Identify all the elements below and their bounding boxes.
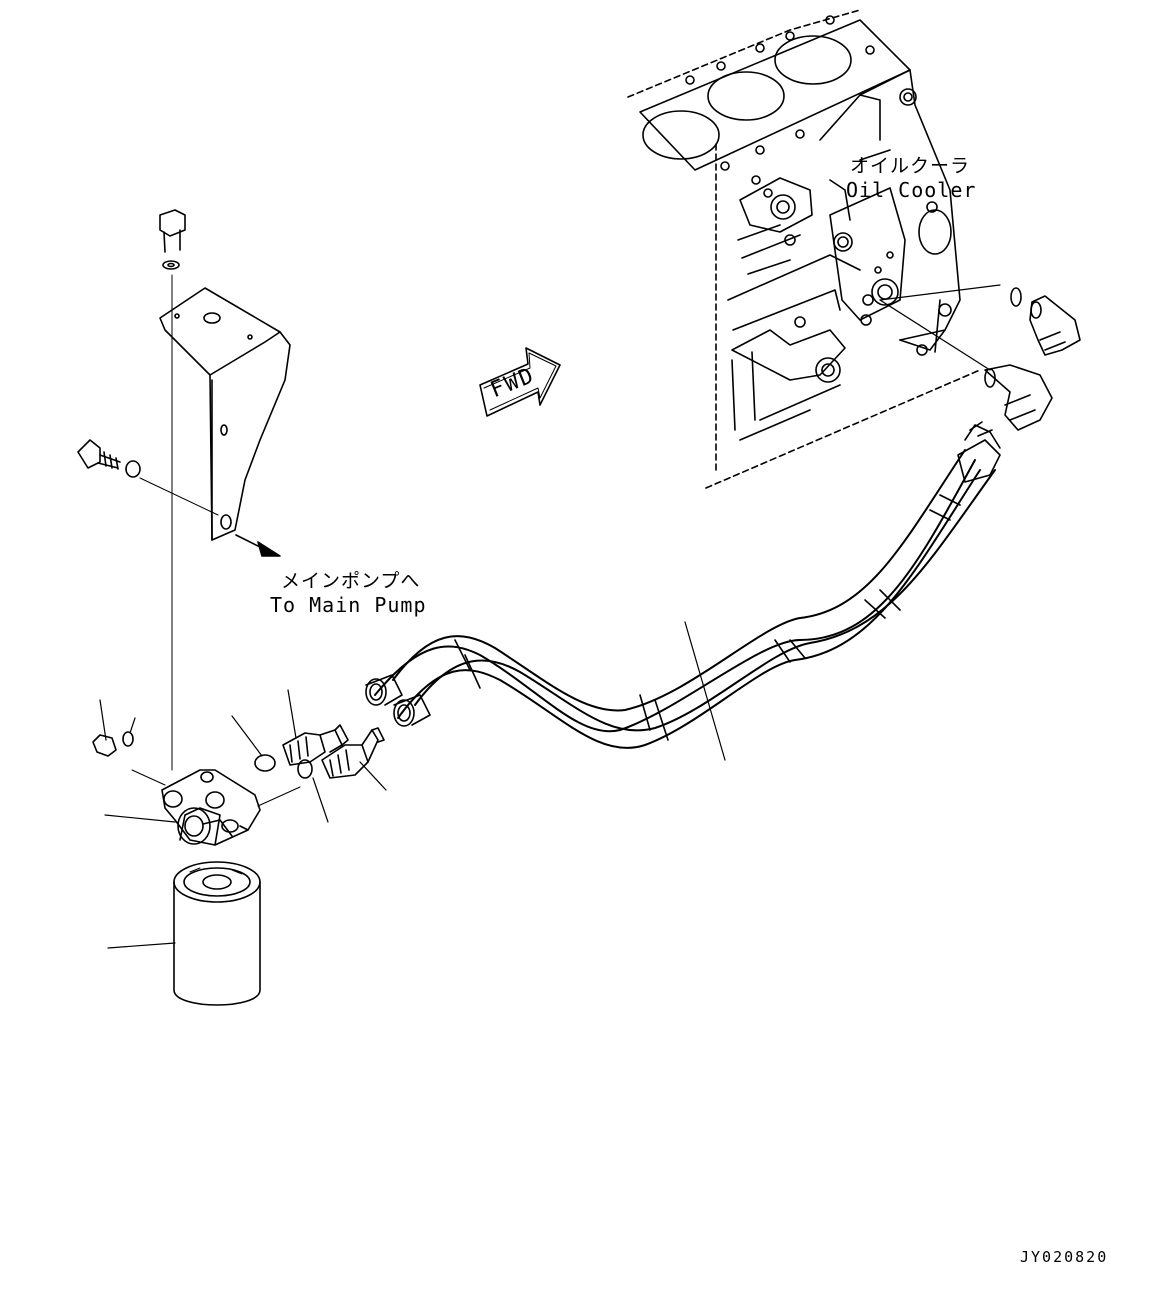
fitting-upper [282,724,349,766]
elbow-fitting-lower [984,364,1053,431]
fitting-lower [321,727,385,779]
o-ring-1 [254,754,276,772]
oil-cooler-label: Oil Cooler [846,178,977,202]
engine-block [627,9,981,489]
hose-assembly [365,421,1001,749]
oil-cooler-label-jp: オイルクーラ [850,155,971,177]
o-ring-2 [297,759,313,779]
callout-leaders [99,621,726,949]
main-pump-label: To Main Pump [270,593,427,617]
filter-cartridge [173,861,261,1006]
o-ring-cooler [1010,287,1022,307]
main-pump-label-jp: メインポンプへ [281,570,421,592]
elbow-fitting-upper [1029,295,1081,356]
bracket [77,209,291,771]
drawing-code: JY020820 [1020,1248,1109,1266]
filter-head [92,731,301,846]
fwd-arrow-outline [479,347,561,417]
